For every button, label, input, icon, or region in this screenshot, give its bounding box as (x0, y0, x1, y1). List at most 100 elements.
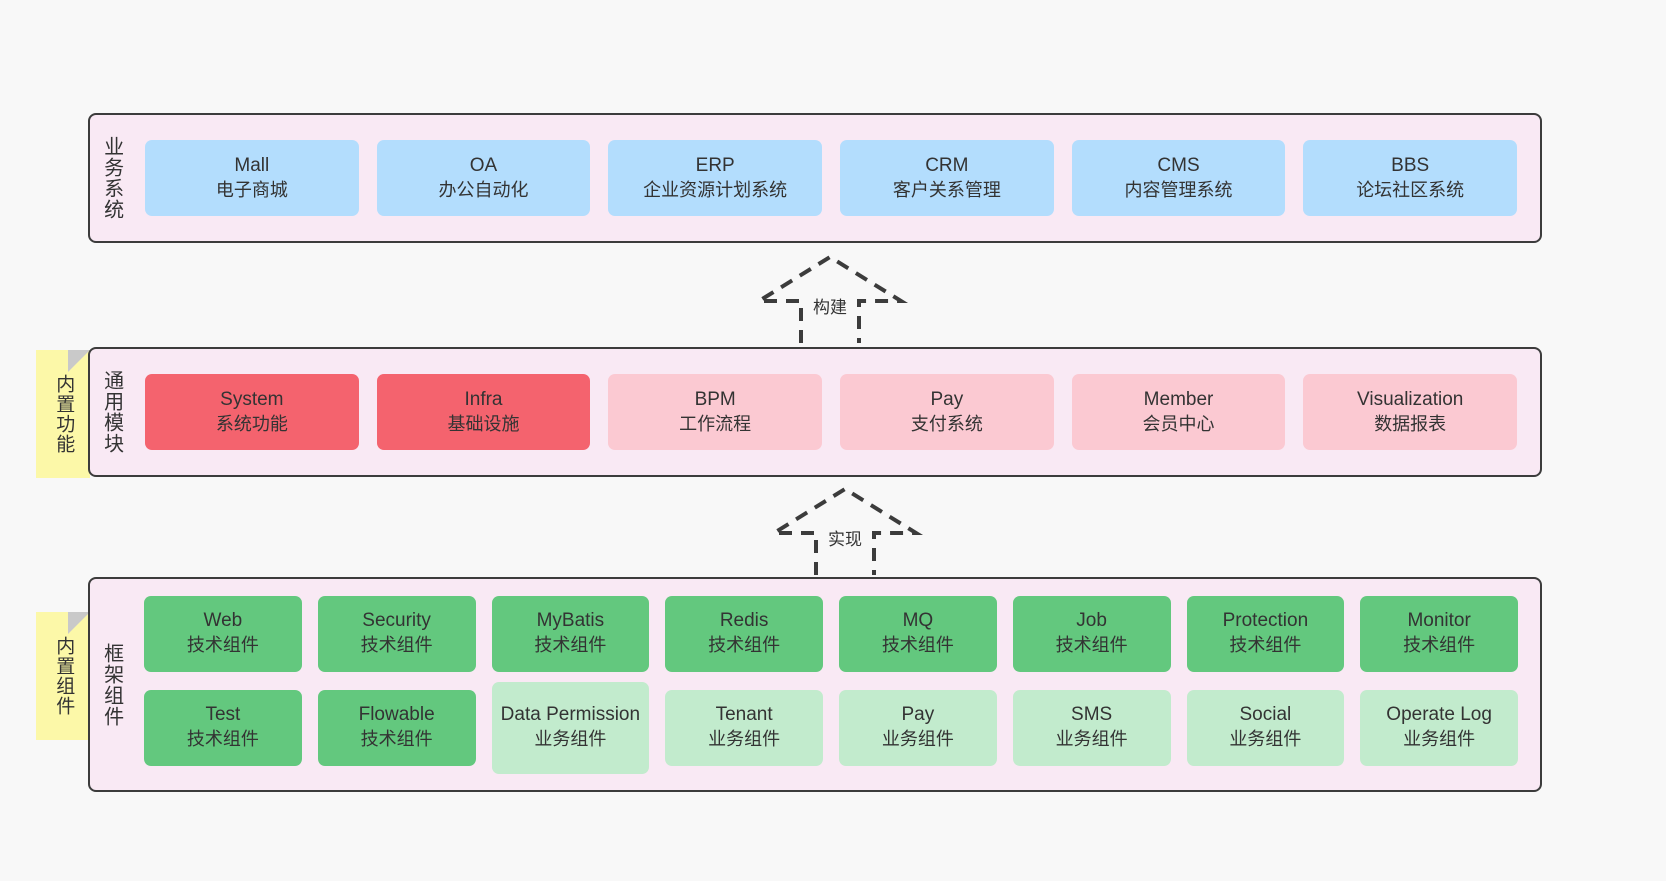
card-data-permission[interactable]: Data Permission 业务组件 (491, 681, 650, 774)
card-cell: SMS 业务组件 (1005, 689, 1179, 766)
connector-implement-arrow: 实现 (766, 486, 924, 577)
card-cell: MQ 技术组件 (831, 595, 1005, 672)
card-title-cn: 技术组件 (881, 635, 954, 656)
card-title-en: Visualization (1357, 388, 1464, 410)
card-cell: Job 技术组件 (1005, 595, 1179, 672)
card-title-en: Member (1143, 388, 1214, 410)
card-title-en: BBS (1391, 154, 1430, 176)
card-cell: Security 技术组件 (310, 595, 484, 672)
card-pay-component[interactable]: Pay 业务组件 (839, 689, 997, 766)
card-cell: OA 办公自动化 (368, 140, 600, 216)
card-title-cn: 技术组件 (1229, 635, 1302, 656)
card-title-cn: 业务组件 (881, 729, 954, 750)
connector-build-arrow: 构建 (751, 254, 909, 345)
card-oa[interactable]: OA 办公自动化 (376, 140, 591, 216)
card-cell: CRM 客户关系管理 (831, 140, 1063, 216)
card-cell: Test 技术组件 (136, 689, 310, 766)
card-bbs[interactable]: BBS 论坛社区系统 (1303, 140, 1518, 216)
card-mall[interactable]: Mall 电子商城 (145, 140, 359, 216)
layer-business-systems-body: Mall 电子商城 OA 办公自动化 ERP 企业资源计划系统 (132, 115, 1540, 241)
card-title-cn: 技术组件 (1055, 635, 1128, 656)
card-cell: MyBatis 技术组件 (484, 595, 658, 672)
card-title-en: Security (362, 610, 431, 632)
card-cell: Data Permission 业务组件 (484, 681, 658, 774)
card-cell: CMS 内容管理系统 (1063, 140, 1295, 216)
card-pay-module[interactable]: Pay 支付系统 (840, 374, 1054, 450)
card-title-en: Data Permission (500, 704, 641, 726)
card-operate-log[interactable]: Operate Log 业务组件 (1360, 689, 1518, 766)
card-cell: Pay 支付系统 (831, 374, 1063, 450)
layer-framework-components: 框架组件 Web 技术组件 Security 技术组件 (88, 577, 1542, 792)
card-title-cn: 企业资源计划系统 (643, 179, 788, 200)
card-title-cn: 业务组件 (534, 729, 607, 750)
card-title-en: Pay (901, 704, 935, 726)
card-title-en: BPM (694, 388, 736, 410)
sticky-note-builtin-functions-label: 内置功能 (53, 374, 75, 454)
card-job[interactable]: Job 技术组件 (1012, 595, 1171, 672)
card-infra[interactable]: Infra 基础设施 (376, 374, 591, 450)
common-modules-row: System 系统功能 Infra 基础设施 BPM 工作流程 (136, 374, 1526, 450)
layer-common-modules: 通用模块 System 系统功能 Infra 基础设施 (88, 347, 1542, 477)
card-cell: Pay 业务组件 (831, 689, 1005, 766)
card-system[interactable]: System 系统功能 (145, 374, 359, 450)
card-title-cn: 技术组件 (1403, 635, 1476, 656)
card-title-cn: 技术组件 (186, 729, 259, 750)
card-crm[interactable]: CRM 客户关系管理 (840, 140, 1054, 216)
card-title-en: MyBatis (536, 610, 605, 632)
card-mybatis[interactable]: MyBatis 技术组件 (491, 595, 650, 672)
layer-framework-components-title: 框架组件 (100, 642, 123, 727)
card-title-cn: 技术组件 (360, 635, 433, 656)
card-cell: Mall 电子商城 (136, 140, 368, 216)
card-visualization[interactable]: Visualization 数据报表 (1303, 374, 1518, 450)
layer-framework-components-body: Web 技术组件 Security 技术组件 MyBatis 技术组件 (132, 579, 1540, 790)
sticky-note-builtin-components: 内置组件 (36, 612, 90, 740)
card-cell: Protection 技术组件 (1179, 595, 1353, 672)
card-flowable[interactable]: Flowable 技术组件 (317, 689, 476, 766)
card-tenant[interactable]: Tenant 业务组件 (665, 689, 823, 766)
card-title-cn: 技术组件 (534, 635, 607, 656)
card-title-cn: 工作流程 (679, 413, 752, 434)
card-title-cn: 会员中心 (1142, 413, 1215, 434)
card-cell: Redis 技术组件 (657, 595, 831, 672)
card-test[interactable]: Test 技术组件 (144, 689, 302, 766)
card-cell: Monitor 技术组件 (1352, 595, 1526, 672)
card-title-en: Job (1076, 610, 1107, 632)
card-cms[interactable]: CMS 内容管理系统 (1071, 140, 1286, 216)
card-title-en: SMS (1071, 704, 1113, 726)
card-security[interactable]: Security 技术组件 (317, 595, 476, 672)
card-monitor[interactable]: Monitor 技术组件 (1360, 595, 1518, 672)
sticky-note-builtin-components-label: 内置组件 (53, 636, 75, 716)
card-title-cn: 论坛社区系统 (1356, 179, 1465, 200)
card-sms[interactable]: SMS 业务组件 (1012, 689, 1171, 766)
card-erp[interactable]: ERP 企业资源计划系统 (608, 140, 823, 216)
card-title-en: ERP (695, 154, 735, 176)
framework-business-row: Test 技术组件 Flowable 技术组件 Data Permission … (136, 681, 1526, 774)
layer-business-systems-title: 业务系统 (100, 136, 123, 220)
card-member[interactable]: Member 会员中心 (1071, 374, 1286, 450)
card-mq[interactable]: MQ 技术组件 (839, 595, 997, 672)
card-protection[interactable]: Protection 技术组件 (1186, 595, 1345, 672)
card-title-cn: 电子商城 (215, 179, 288, 200)
card-title-en: Pay (930, 388, 964, 410)
card-cell: System 系统功能 (136, 374, 368, 450)
card-title-cn: 业务组件 (1055, 729, 1128, 750)
card-title-cn: 支付系统 (910, 413, 983, 434)
card-cell: BBS 论坛社区系统 (1294, 140, 1526, 216)
card-title-cn: 业务组件 (1229, 729, 1302, 750)
card-cell: Member 会员中心 (1063, 374, 1295, 450)
card-title-en: System (220, 388, 284, 410)
card-bpm[interactable]: BPM 工作流程 (608, 374, 823, 450)
card-title-en: Social (1239, 704, 1292, 726)
card-redis[interactable]: Redis 技术组件 (665, 595, 823, 672)
card-social[interactable]: Social 业务组件 (1186, 689, 1345, 766)
framework-technical-row: Web 技术组件 Security 技术组件 MyBatis 技术组件 (136, 595, 1526, 672)
card-title-en: CMS (1157, 154, 1200, 176)
card-web[interactable]: Web 技术组件 (144, 595, 302, 672)
card-title-en: Tenant (715, 704, 773, 726)
card-cell: Social 业务组件 (1179, 689, 1353, 766)
card-title-en: Redis (719, 610, 769, 632)
card-title-cn: 业务组件 (708, 729, 781, 750)
card-title-en: MQ (902, 610, 934, 632)
card-title-cn: 技术组件 (186, 635, 259, 656)
